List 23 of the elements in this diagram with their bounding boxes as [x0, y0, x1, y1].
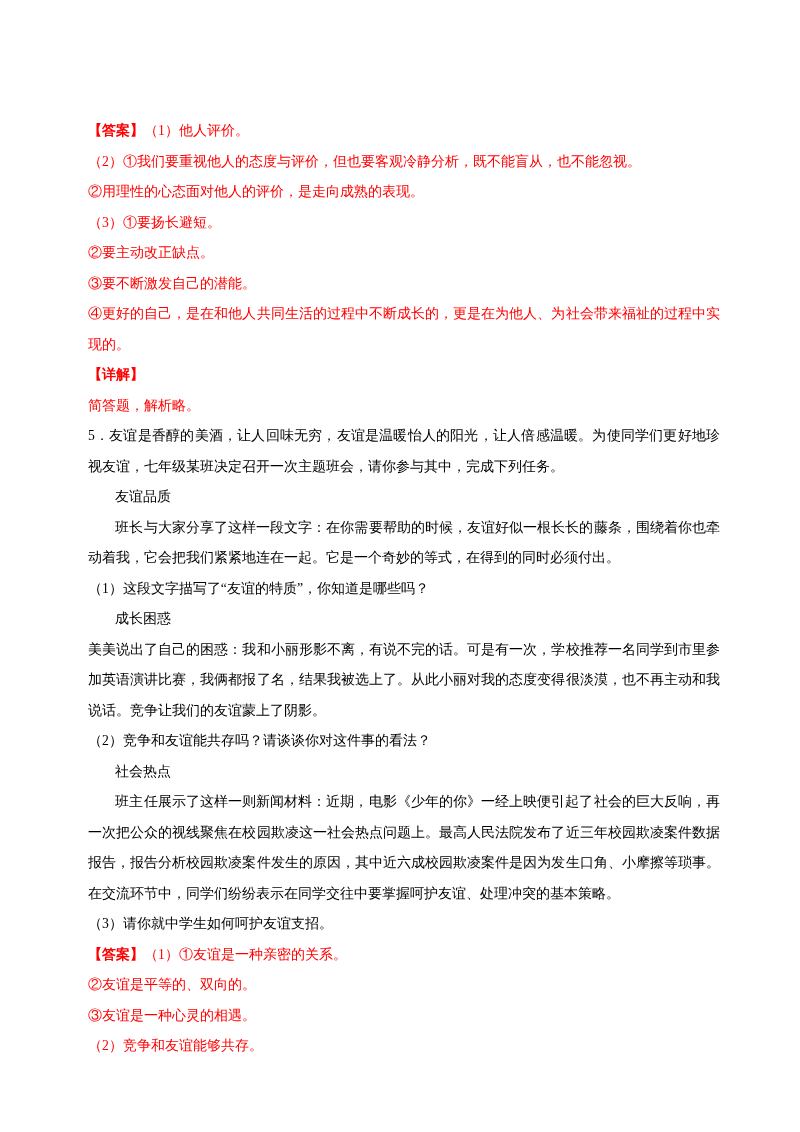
question-text: （1）这段文字描写了“友谊的特质”，你知道是哪些吗？: [88, 579, 430, 598]
answer-text: 【答案】（1）①友谊是一种亲密的关系。: [88, 945, 348, 964]
answer-text: ④更好的自己，是在和他人共同生活的过程中不断成长的，更是在为他人、为社会带来福祉的过程中实现的。: [88, 305, 720, 354]
section-heading: 社会热点: [114, 762, 173, 781]
answer-text: 简答题，解析略。: [88, 396, 201, 415]
answer-text: ③友谊是一种心灵的相遇。: [88, 1006, 257, 1025]
answer-text: （3）①要扬长避短。: [88, 213, 222, 232]
answer-text: ③要不断激发自己的潜能。: [88, 274, 257, 293]
answer-text: （2）竞争和友谊能够共存。: [88, 1037, 264, 1055]
answer-text: ②友谊是平等的、双向的。: [88, 976, 257, 994]
answer-text: ②用理性的心态面对他人的评价，是走向成熟的表现。: [88, 183, 425, 201]
section-heading: 成长困惑: [114, 610, 173, 628]
section-heading: 友谊品质: [114, 488, 173, 506]
question-text: （2）竞争和友谊能共存吗？请谈谈你对这件事的看法？: [88, 732, 432, 750]
section-heading: 【详解】: [88, 366, 145, 384]
question-text: （3）请你就中学生如何呵护友谊支招。: [88, 915, 334, 933]
question-text: 5．友谊是香醇的美酒，让人回味无穷，友谊是温暖怡人的阳光，让人倍感温暖。为使同学们更好地珍视友谊，七年级某班决定召开一次主题班会，请你参与其中，完成下列任务。: [88, 427, 720, 476]
paragraph: 班主任展示了这样一则新闻材料：近期，电影《少年的你》一经上映便引起了社会的巨大反响，再一次把公众的视线聚焦在校园欺凌这一社会热点问题上。最高人民法院发布了近三年校园欺凌案件数据报告，报告分析校园欺凌案件发生的原因，其中近六成校园欺凌案件是因为发生口角、小摩擦等琐事。在交流环节中，同学们纷纷表示在同学交往中要掌握呵护友谊、处理冲突的基本策略。: [88, 793, 720, 903]
answer-text: ②要主动改正缺点。: [88, 244, 215, 262]
question-text: 美美说出了自己的困惑：我和小丽形影不离，有说不完的话。可是有一次，学校推荐一名同学到市里参加英语演讲比赛，我俩都报了名，结果我被选上了。从此小丽对我的态度变得很淡漠，也不再主动和我说话。竞争让我们的友谊蒙上了阴影。: [88, 640, 720, 720]
answer-text: 【答案】（1）他人评价。: [88, 122, 250, 140]
paragraph: 班长与大家分享了这样一段文字：在你需要帮助的时候，友谊好似一根长长的藤条，围绕着你也牵动着我，它会把我们紧紧地连在一起。它是一个奇妙的等式，在得到的同时必须付出。: [88, 518, 720, 567]
answer-text: （2）①我们要重视他人的态度与评价，但也要客观冷静分析，既不能盲从，也不能忽视。: [88, 152, 642, 171]
